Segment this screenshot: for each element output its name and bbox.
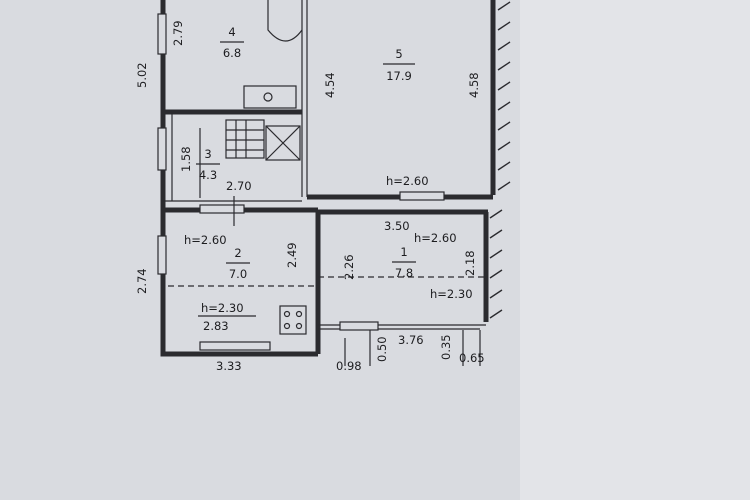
wall-hatching (489, 1, 511, 319)
dim-2-74: 2.74 (135, 268, 149, 294)
dim-0-98: 0.98 (336, 359, 362, 373)
room-5-area: 17.9 (386, 69, 412, 83)
height-room-5: h=2.60 (386, 174, 429, 188)
cooktop-icon (279, 305, 307, 335)
dim-2-79: 2.79 (171, 20, 185, 46)
dim-1-58: 1.58 (179, 146, 193, 172)
windows (157, 13, 445, 351)
dim-2-70: 2.70 (226, 179, 252, 193)
area-veranda-2: 2.83 (203, 319, 229, 333)
height-veranda-1: h=2.30 (430, 287, 473, 301)
dim-4-54: 4.54 (323, 72, 337, 98)
height-room-1: h=2.60 (414, 231, 457, 245)
room-4-area: 6.8 (223, 46, 241, 60)
dim-2-26: 2.26 (342, 254, 356, 280)
dim-5-02: 5.02 (135, 62, 149, 88)
room-4-number: 4 (228, 25, 235, 39)
dim-0-65: 0.65 (459, 351, 485, 365)
dim-3-76: 3.76 (398, 333, 424, 347)
paper-highlight (520, 0, 750, 500)
bathtub-icon (267, 0, 303, 42)
boiler-icon (265, 125, 301, 161)
dimension-lines (199, 128, 481, 366)
sink-icon (243, 85, 297, 109)
dim-4-58: 4.58 (467, 72, 481, 98)
room-3-number: 3 (204, 147, 211, 161)
room-2-area: 7.0 (229, 267, 247, 281)
room-1-number: 1 (400, 245, 407, 259)
stairs (225, 119, 265, 159)
room-1-area: 7.8 (395, 266, 413, 280)
dim-0-50: 0.50 (375, 336, 389, 362)
dim-2-49: 2.49 (285, 242, 299, 268)
height-room-2: h=2.60 (184, 233, 227, 247)
room-5-number: 5 (395, 47, 402, 61)
room-2-number: 2 (234, 246, 241, 260)
dim-3-50: 3.50 (384, 219, 410, 233)
interior-lines (163, 0, 486, 330)
dim-0-35: 0.35 (439, 334, 453, 360)
height-veranda-2: h=2.30 (201, 301, 244, 315)
room-3-area: 4.3 (199, 168, 217, 182)
dim-3-33: 3.33 (216, 359, 242, 373)
dim-2-18: 2.18 (463, 250, 477, 276)
